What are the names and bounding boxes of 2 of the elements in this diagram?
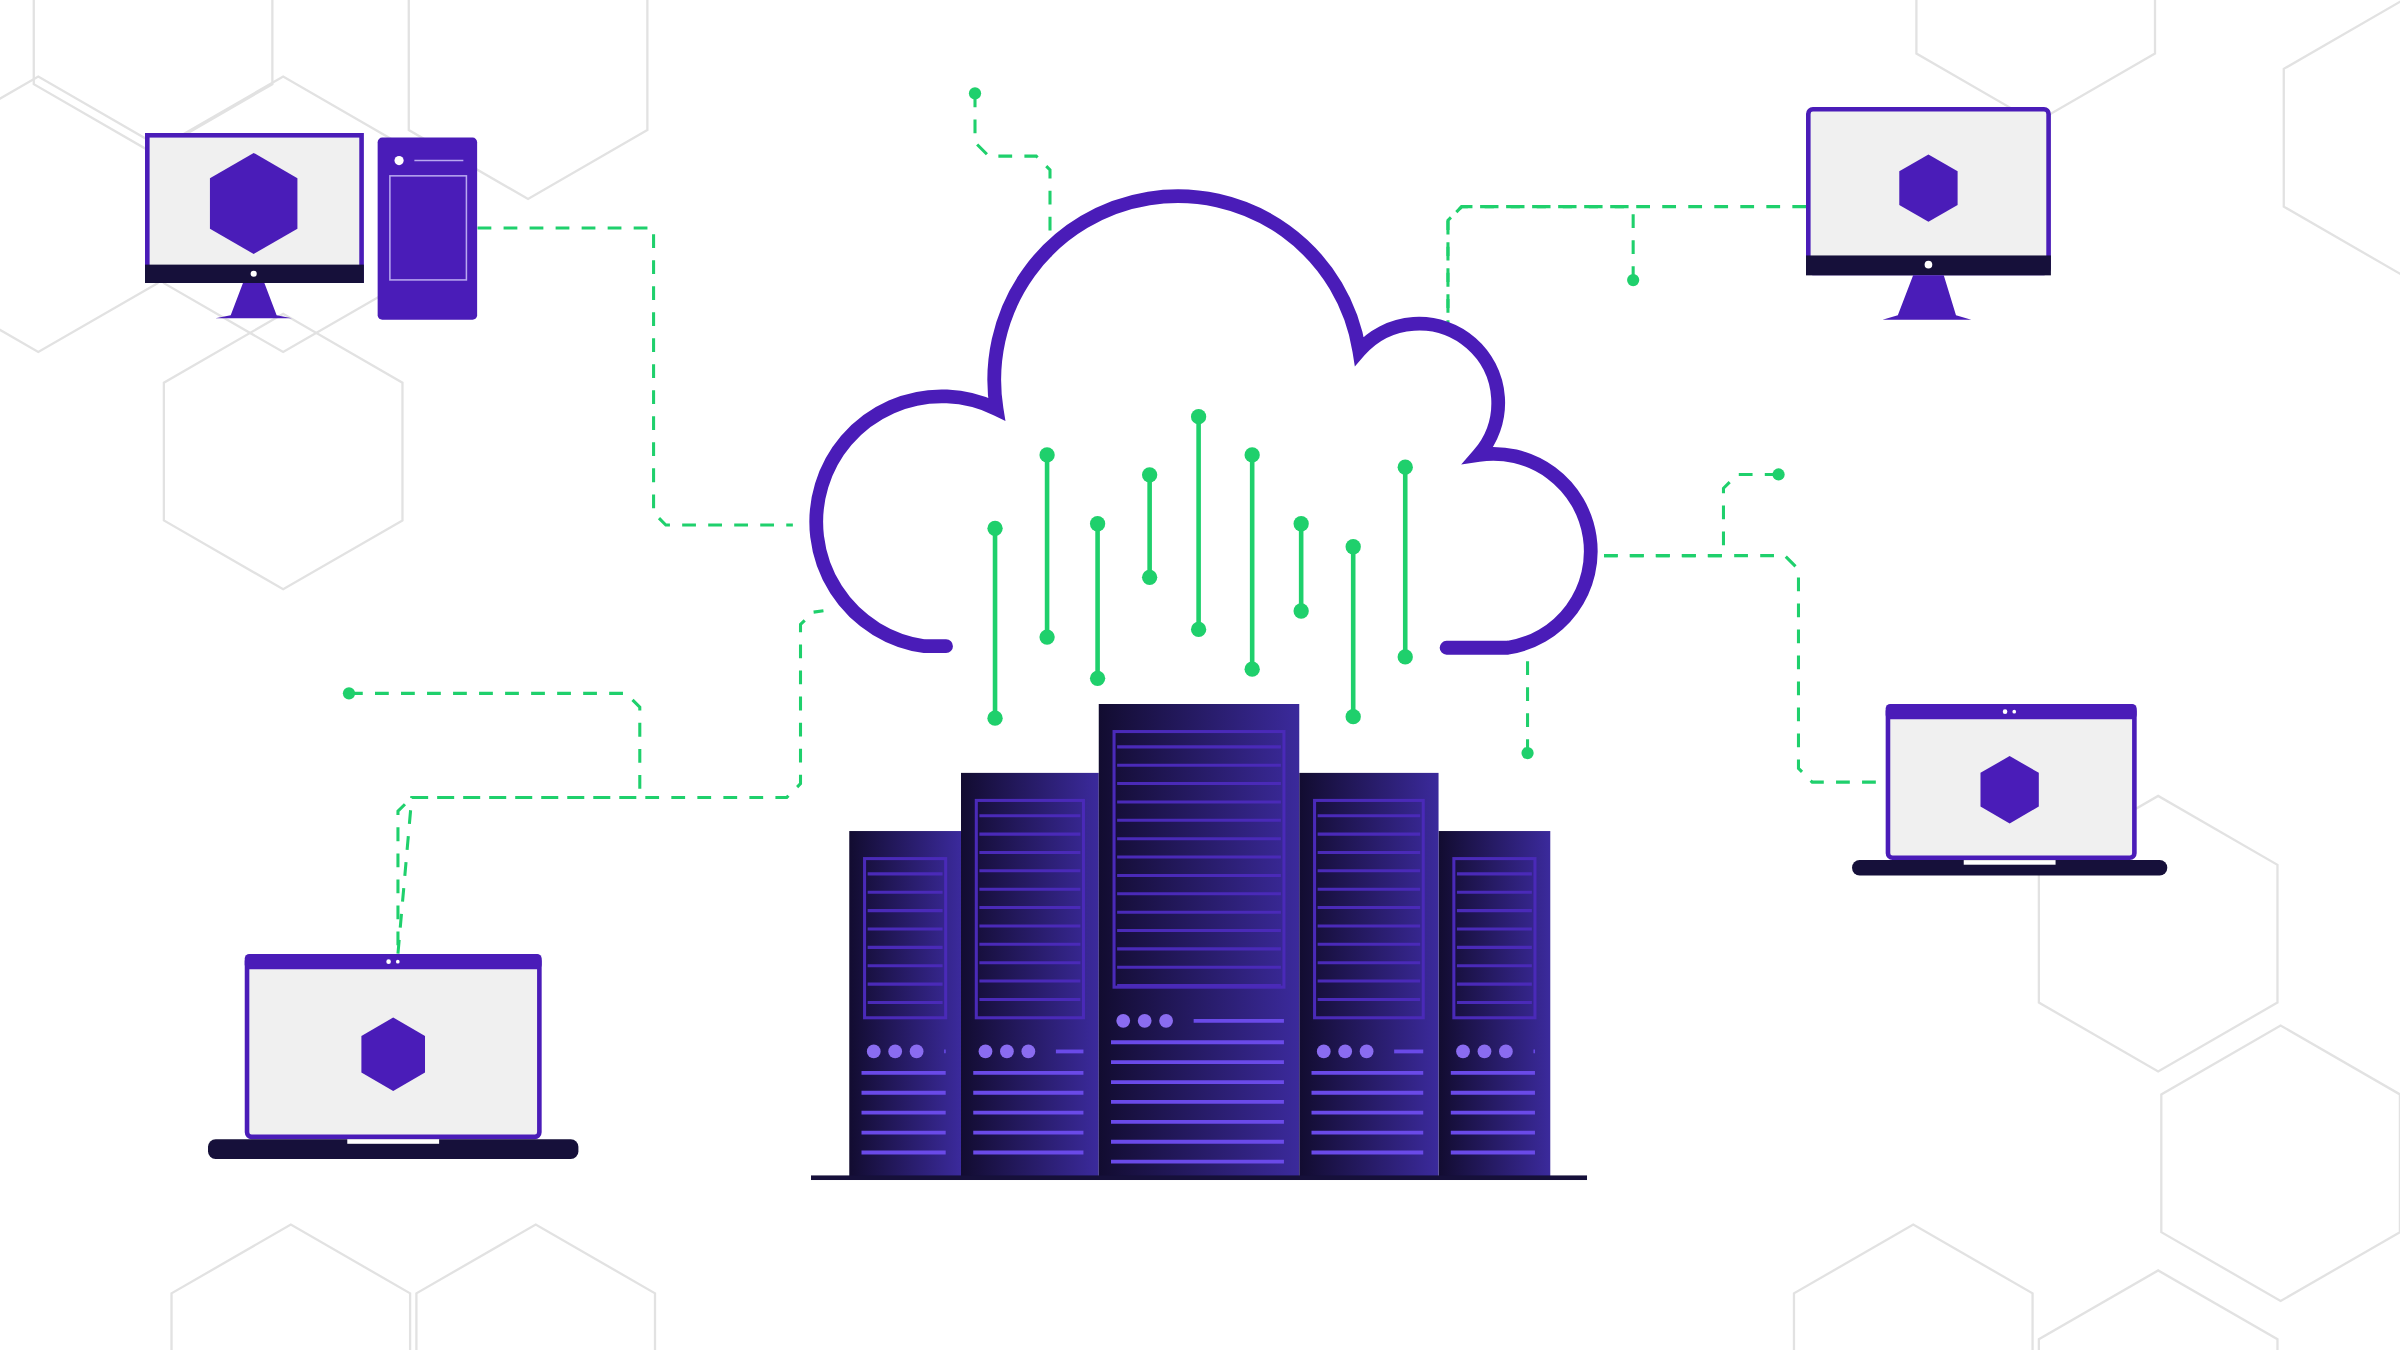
dotted-connector xyxy=(1604,468,1785,558)
dashed-connector xyxy=(477,226,793,527)
